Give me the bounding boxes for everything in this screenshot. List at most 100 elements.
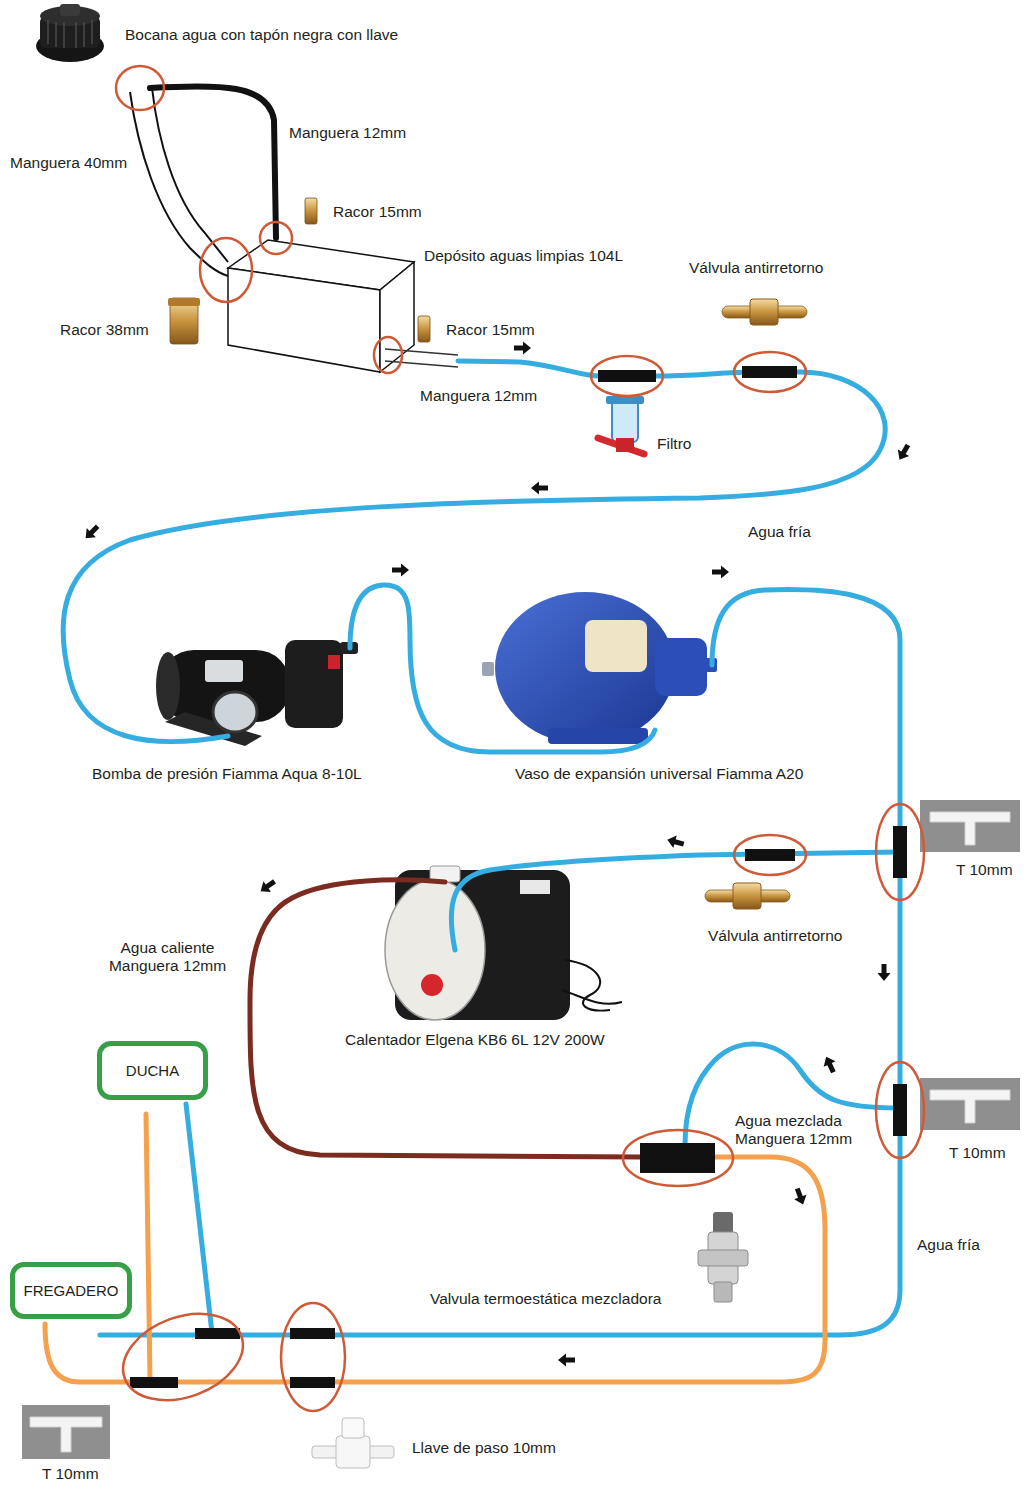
filter-label: Filtro <box>655 435 693 453</box>
valve-label: Válvula antirretorno <box>687 259 825 277</box>
tee-photo <box>30 1417 102 1452</box>
fitting-bar <box>742 366 797 378</box>
flow-label: Agua fría <box>746 523 813 541</box>
mixed-water-pipe <box>45 1157 825 1382</box>
mixing-valve-photo <box>698 1250 748 1266</box>
cold-water-pipe <box>186 1104 212 1333</box>
cold-water-pipe <box>685 1044 900 1145</box>
fitting-photo <box>305 198 317 224</box>
fitting-bar <box>745 849 795 861</box>
cold-water-pipe <box>350 585 655 752</box>
pump-photo <box>156 652 180 720</box>
vessel-photo <box>482 662 494 676</box>
fitting-bar <box>290 1377 335 1388</box>
filter-photo <box>616 438 634 452</box>
vessel-photo <box>548 728 648 744</box>
pump-photo <box>205 660 243 682</box>
fitting-bar <box>598 370 656 382</box>
pump-photo <box>328 655 340 669</box>
stopcock-photo <box>336 1436 370 1468</box>
heater-label: Calentador Elgena KB6 6L 12V 200W <box>343 1031 607 1049</box>
hose-label: Manguera 12mm <box>418 387 539 405</box>
hose-label: Manguera 40mm <box>8 154 129 172</box>
hose-12mm <box>150 86 276 238</box>
flow-arrow <box>531 482 548 495</box>
tank-side <box>380 262 414 372</box>
hose-label: Agua mezclada Manguera 12mm <box>733 1112 869 1148</box>
highlight-ellipse <box>111 1298 255 1416</box>
fitting-bar <box>290 1328 335 1339</box>
mixing-valve-photo <box>713 1212 733 1234</box>
flow-label: Agua fría <box>915 1236 982 1254</box>
outlet-box: DUCHA <box>97 1041 208 1100</box>
highlight-ellipse <box>281 1303 345 1411</box>
hose-label: Manguera 12mm <box>287 124 408 142</box>
flow-arrow <box>791 1186 809 1206</box>
cap-ridges <box>48 20 92 48</box>
fitting-bar <box>893 826 907 878</box>
tee-photo <box>930 1090 1010 1123</box>
hose-label: Agua caliente Manguera 12mm <box>88 939 247 975</box>
box-text: DUCHA <box>126 1062 179 1080</box>
hot-water-pipe <box>250 880 640 1157</box>
tee-label: T 10mm <box>947 1144 1008 1162</box>
highlight-ellipse <box>623 1130 733 1186</box>
highlight-ellipse <box>116 66 164 110</box>
mixed-water-pipe <box>146 1114 150 1380</box>
fitting-photo <box>418 316 430 342</box>
fitting-label: Racor 15mm <box>444 321 537 339</box>
valve-label: Válvula antirretorno <box>706 927 844 945</box>
flow-arrow <box>878 964 891 981</box>
flow-arrow <box>392 564 409 577</box>
flow-arrow <box>81 522 102 543</box>
check-valve-photo <box>750 299 778 325</box>
heater-cable <box>562 990 622 1004</box>
fitting-label: Racor 38mm <box>58 321 151 339</box>
filter-photo <box>612 400 638 442</box>
mixing-valve-photo <box>714 1282 732 1302</box>
highlight-ellipse <box>591 356 663 396</box>
hose-40mm <box>130 92 228 276</box>
valve-label: Valvula termoestática mezcladora <box>428 1290 663 1308</box>
cap-key <box>60 4 80 16</box>
tee-photo <box>920 800 1020 852</box>
flow-arrow <box>712 566 729 579</box>
box-text: FREGADERO <box>23 1282 118 1300</box>
check-valve-photo <box>733 883 761 909</box>
vessel-photo <box>585 620 647 672</box>
cap-label: Bocana agua con tapón negra con llave <box>123 26 400 44</box>
filter-photo <box>598 438 644 454</box>
outlet-box: FREGADERO <box>10 1262 132 1319</box>
tank-label: Depósito aguas limpias 104L <box>422 247 625 265</box>
flow-arrow <box>514 342 531 355</box>
tee-label: T 10mm <box>40 1465 101 1483</box>
fitting-bar <box>130 1377 178 1388</box>
hose-40mm <box>152 88 228 262</box>
cold-water-pipe <box>451 852 900 950</box>
flow-arrow <box>257 876 278 896</box>
flow-arrow <box>894 442 914 463</box>
highlight-ellipse <box>734 352 806 392</box>
fitting-bar <box>640 1143 715 1173</box>
outlet-tube <box>385 349 458 367</box>
cold-water-pipe <box>63 361 885 742</box>
tee-photo <box>22 1405 110 1459</box>
highlight-ellipse <box>734 835 806 875</box>
fitting-label: Racor 15mm <box>331 203 424 221</box>
heater-photo <box>385 880 485 1020</box>
heater-photo <box>421 974 443 996</box>
heater-photo <box>520 880 550 894</box>
stopcock-photo <box>342 1418 364 1438</box>
highlight-ellipse <box>876 1062 924 1158</box>
flow-arrow <box>666 833 686 850</box>
highlight-ellipse <box>200 238 252 302</box>
highlight-ellipse <box>876 804 924 900</box>
vessel-label: Vaso de expansión universal Fiamma A20 <box>513 765 805 783</box>
tee-label: T 10mm <box>954 861 1015 879</box>
pump-label: Bomba de presión Fiamma Aqua 8-10L <box>90 765 364 783</box>
fitting-bar <box>195 1328 240 1339</box>
pump-photo <box>285 640 343 728</box>
